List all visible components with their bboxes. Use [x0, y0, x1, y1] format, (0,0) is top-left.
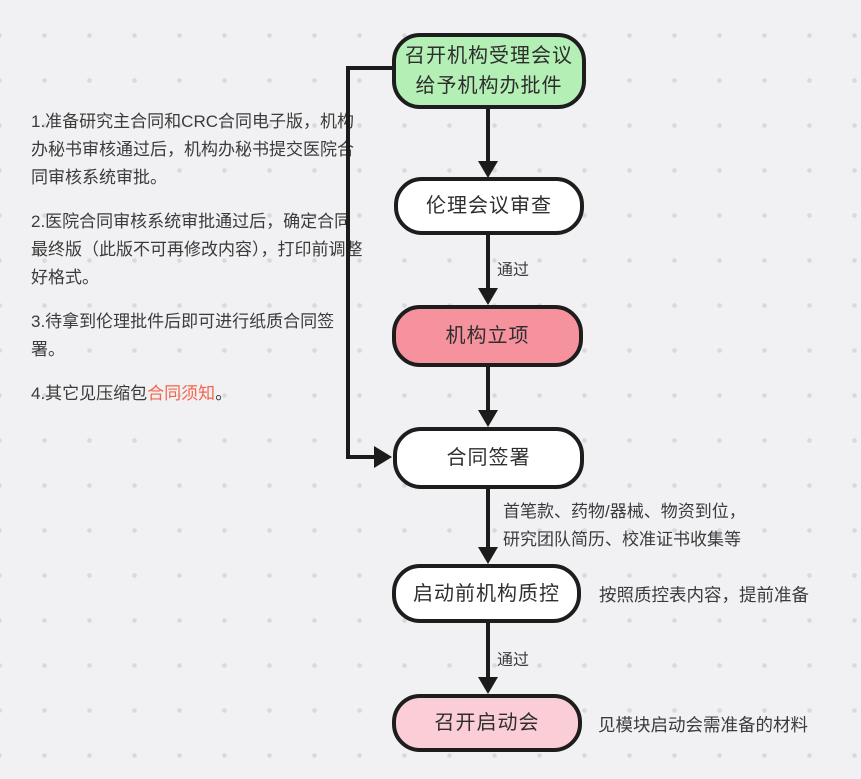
node-accept-meeting-label-line2: 给予机构办批件	[415, 75, 563, 97]
elbow-connector-bottom-segment	[346, 455, 376, 459]
node-accept-meeting-label-line1: 召开机构受理会议	[405, 45, 573, 67]
arrow-qc-to-kickoff	[486, 622, 490, 677]
elbow-arrowhead-icon	[374, 446, 392, 468]
node-institution-approval-label: 机构立项	[445, 325, 530, 347]
side-note-kickoff: 见模块启动会需准备的材料	[598, 715, 808, 735]
elbow-connector-top-segment	[346, 66, 392, 70]
left-notes-block: 1.准备研究主合同和CRC合同电子版，机构办秘书审核通过后，机构办秘书提交医院合…	[31, 108, 365, 424]
arrowhead-down-icon	[478, 161, 498, 178]
contract-notice-link-text: 合同须知	[147, 384, 216, 403]
node-ethics-review-label: 伦理会议审查	[426, 195, 552, 217]
node-kickoff-meeting-label: 召开启动会	[434, 712, 540, 734]
edge-label-materials-line2: 研究团队简历、校准证书收集等	[503, 530, 741, 549]
note-4-prefix: 4.其它见压缩包	[31, 384, 148, 403]
node-pre-launch-qc-label: 启动前机构质控	[413, 582, 560, 605]
note-4-suffix: 。	[215, 384, 233, 403]
arrow-contract-to-qc	[486, 488, 490, 547]
note-paragraph-3: 3.待拿到伦理批件后即可进行纸质合同签署。	[31, 312, 335, 359]
node-kickoff-meeting: 召开启动会	[392, 694, 582, 752]
arrow-accept-to-ethics	[486, 107, 490, 161]
node-contract-signing-label: 合同签署	[446, 447, 531, 469]
node-pre-launch-qc: 启动前机构质控	[392, 564, 581, 623]
node-ethics-review: 伦理会议审查	[394, 177, 584, 235]
edge-label-materials: 首笔款、药物/器械、物资到位， 研究团队简历、校准证书收集等	[503, 498, 746, 554]
arrowhead-down-icon	[478, 547, 498, 564]
node-accept-meeting: 召开机构受理会议 给予机构办批件	[392, 33, 586, 109]
arrowhead-down-icon	[478, 677, 498, 694]
edge-label-materials-line1: 首笔款、药物/器械、物资到位，	[503, 502, 746, 521]
note-paragraph-2: 2.医院合同审核系统审批通过后，确定合同最终版（此版不可再修改内容），打印前调整…	[31, 212, 363, 287]
arrowhead-down-icon	[478, 288, 498, 305]
note-paragraph-4: 4.其它见压缩包合同须知。	[31, 380, 365, 408]
note-paragraph-1: 1.准备研究主合同和CRC合同电子版，机构办秘书审核通过后，机构办秘书提交医院合…	[31, 112, 355, 187]
node-institution-approval: 机构立项	[392, 305, 583, 367]
arrowhead-down-icon	[478, 410, 498, 427]
arrow-approval-to-contract	[486, 366, 490, 410]
elbow-connector-vertical-segment	[346, 66, 350, 459]
arrow-ethics-to-approval	[486, 234, 490, 288]
edge-label-pass-1: 通过	[497, 262, 530, 279]
edge-label-pass-2: 通过	[497, 652, 530, 669]
side-note-qc: 按照质控表内容，提前准备	[599, 585, 809, 605]
node-contract-signing: 合同签署	[393, 427, 584, 489]
